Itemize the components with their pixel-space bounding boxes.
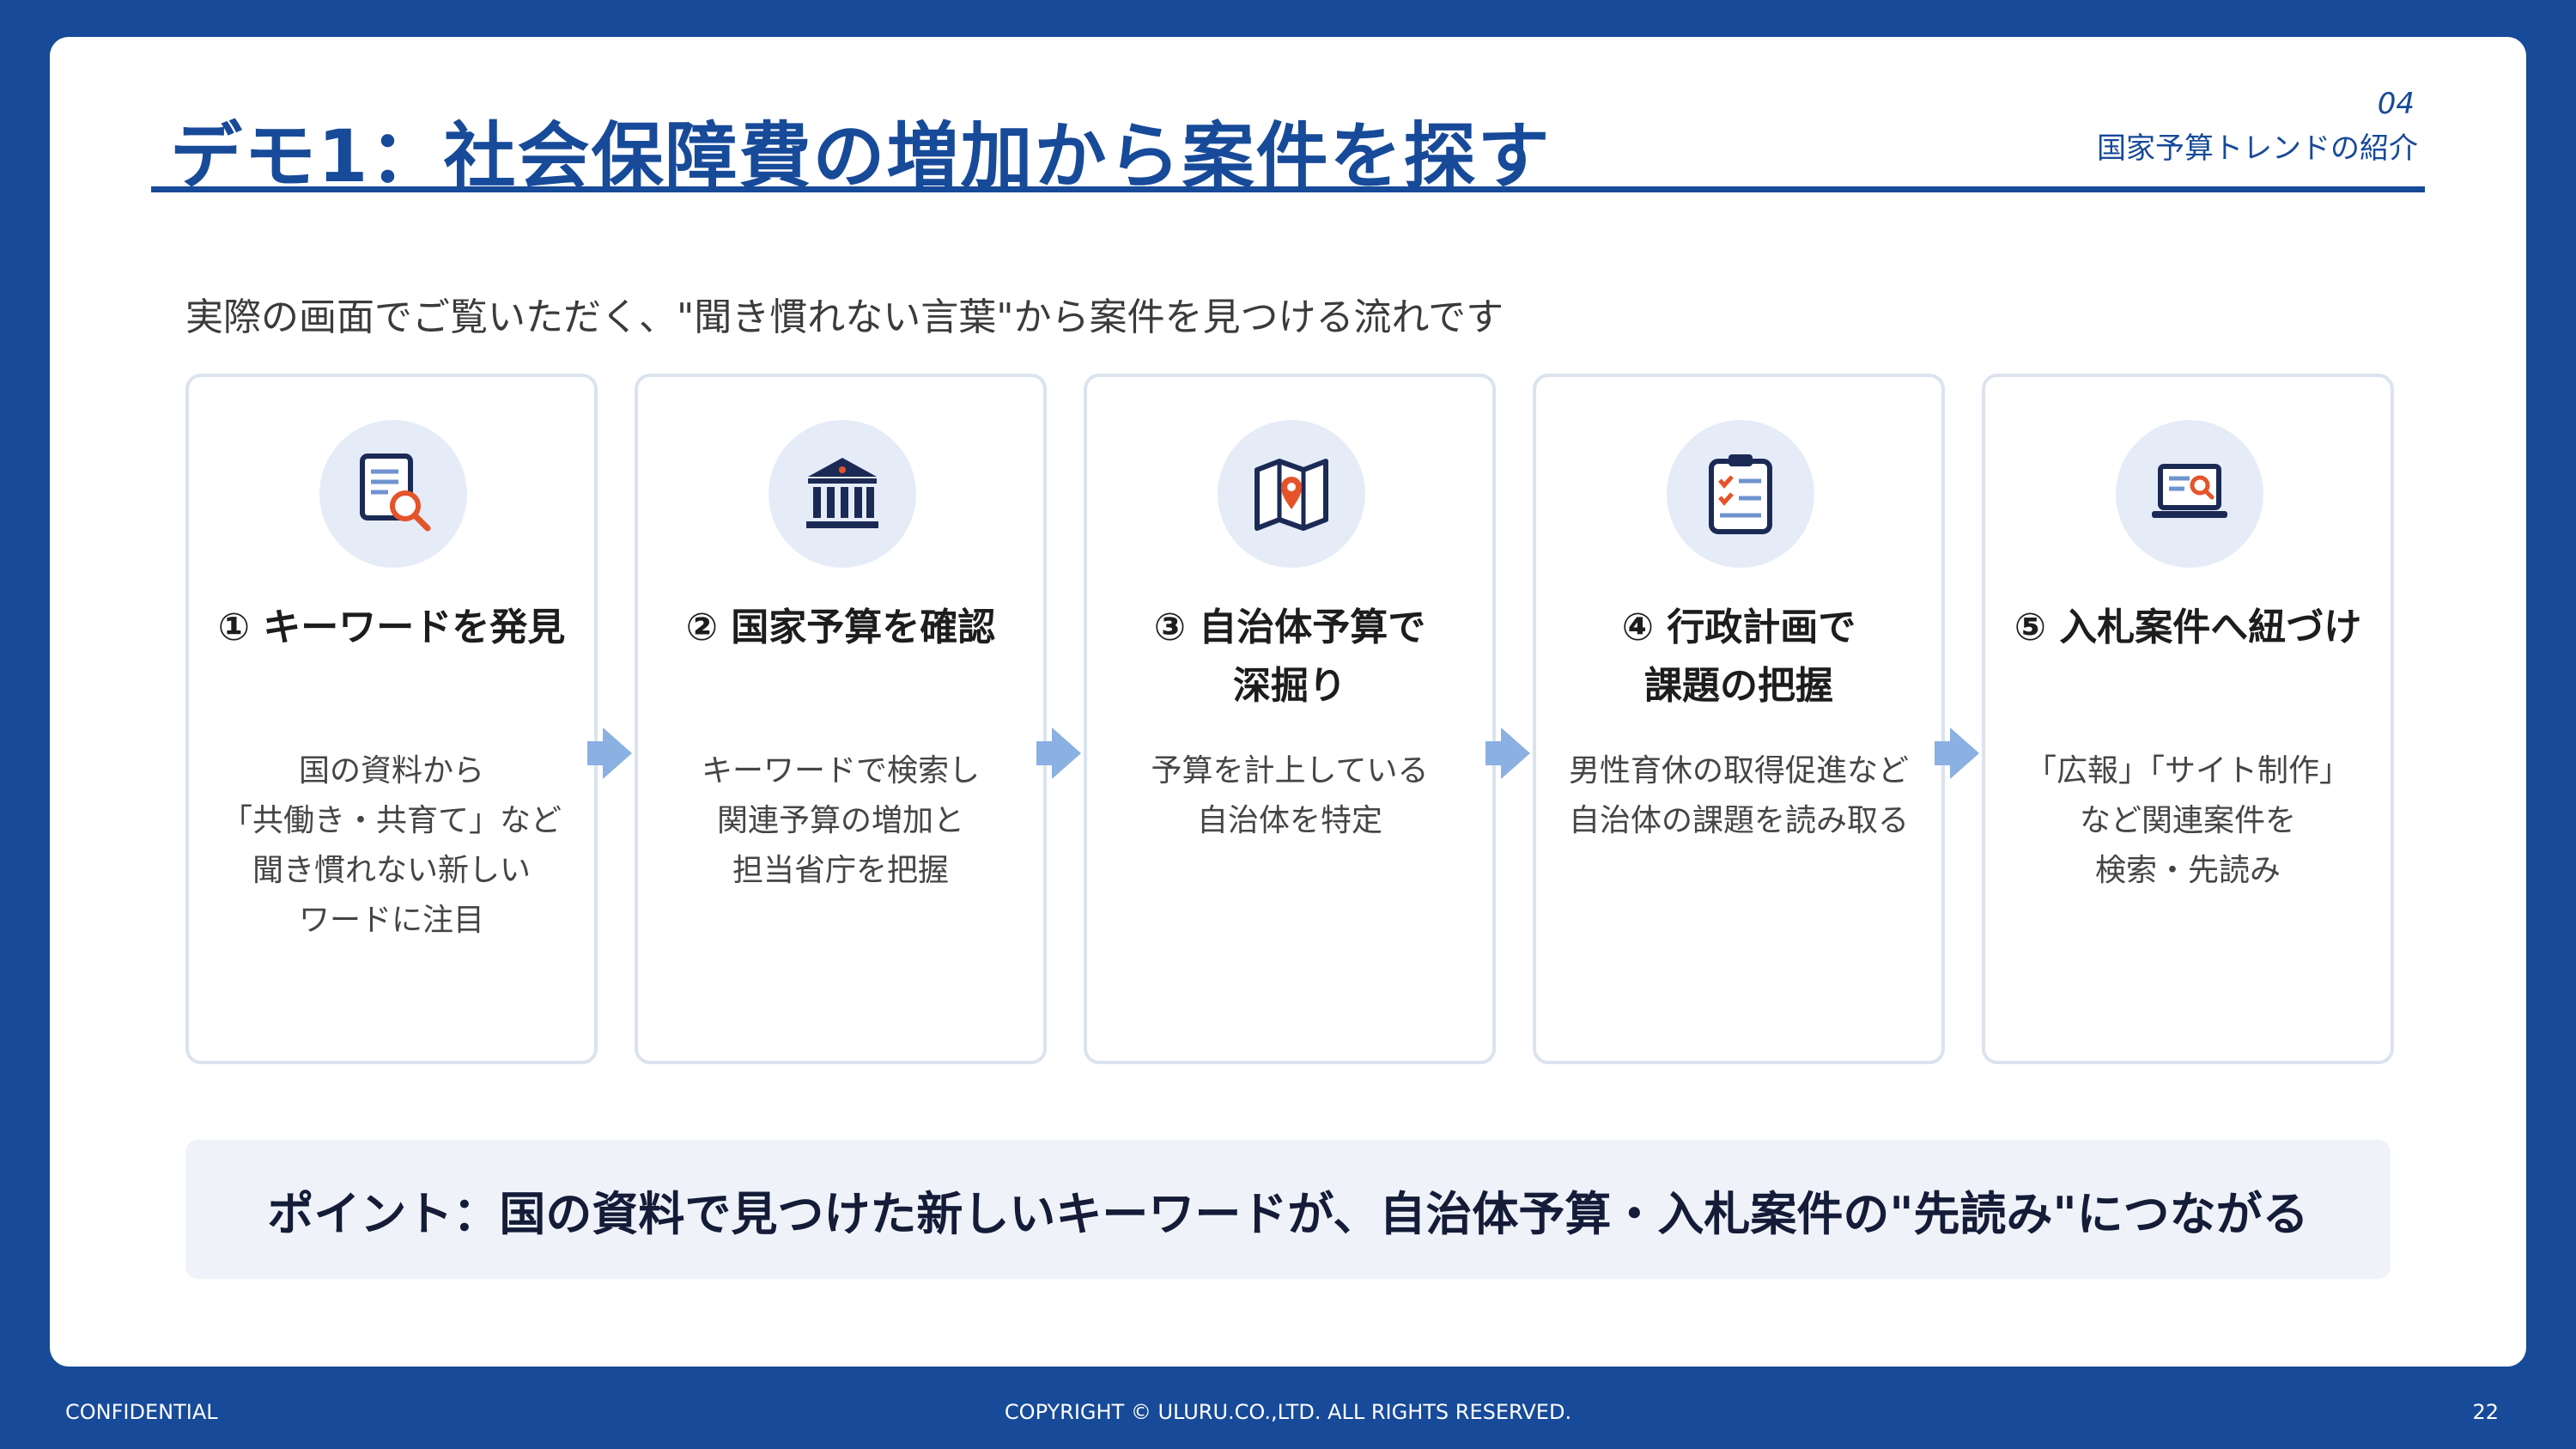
flow-arrow <box>587 728 632 779</box>
flow-arrow <box>1935 728 1979 779</box>
flow-arrow <box>1036 728 1081 779</box>
step-title: ② 国家予算を確認 <box>685 606 996 649</box>
step-card-2: ② 国家予算を確認 キーワードで検索し 関連予算の増加と 担当省庁を把握 <box>635 374 1047 1064</box>
step-description: 国の資料から 「共働き・共育て」など 聞き慣れない新しい ワードに注目 <box>221 753 562 938</box>
page-number: 22 <box>2472 1400 2499 1424</box>
copyright-text: COPYRIGHT © ULURU.CO.,LTD. ALL RIGHTS RE… <box>1004 1400 1572 1424</box>
document-search-icon <box>319 420 467 568</box>
flow-arrow <box>1485 728 1530 779</box>
step-card-1: ① キーワードを発見 国の資料から 「共働き・共育て」など 聞き慣れない新しい … <box>185 374 598 1064</box>
step-description: キーワードで検索し 関連予算の増加と 担当省庁を把握 <box>701 753 980 888</box>
checklist-clipboard-icon <box>1667 420 1814 568</box>
section-name: 国家予算トレンドの紹介 <box>2097 131 2418 166</box>
step-description: 男性育休の取得促進など 自治体の課題を読み取る <box>1568 753 1909 838</box>
step-description: 「広報」「サイト制作」 など関連案件を 検索・先読み <box>2025 753 2350 888</box>
step-card-5: ⑤ 入札案件へ紐づけ 「広報」「サイト制作」 など関連案件を 検索・先読み <box>1982 374 2394 1064</box>
map-pin-icon <box>1218 420 1365 568</box>
key-point-banner: ポイント：国の資料で見つけた新しいキーワードが、自治体予算・入札案件の"先読み"… <box>185 1140 2391 1279</box>
step-title: ③ 自治体予算で 深掘り <box>1153 606 1426 708</box>
step-card-3: ③ 自治体予算で 深掘り 予算を計上している 自治体を特定 <box>1084 374 1496 1064</box>
laptop-search-icon <box>2116 420 2263 568</box>
subtitle: 実際の画面でご覧いただく、"聞き慣れない言葉"から案件を見つける流れです <box>185 295 1504 339</box>
step-card-4: ④ 行政計画で 課題の把握 男性育休の取得促進など 自治体の課題を読み取る <box>1533 374 1945 1064</box>
section-number: 04 <box>2377 87 2415 121</box>
step-title: ④ 行政計画で 課題の把握 <box>1621 606 1856 708</box>
slide: デモ1：社会保障費の増加から案件を探す 04 国家予算トレンドの紹介 実際の画面… <box>50 37 2526 1367</box>
step-title: ① キーワードを発見 <box>217 606 566 649</box>
step-description: 予算を計上している 自治体を特定 <box>1151 753 1429 838</box>
step-title: ⑤ 入札案件へ紐づけ <box>2014 606 2362 649</box>
government-building-icon <box>769 420 916 568</box>
confidential-label: CONFIDENTIAL <box>65 1400 218 1424</box>
page-title: デモ1：社会保障費の増加から案件を探す <box>170 114 1552 198</box>
title-underline <box>151 186 2425 192</box>
